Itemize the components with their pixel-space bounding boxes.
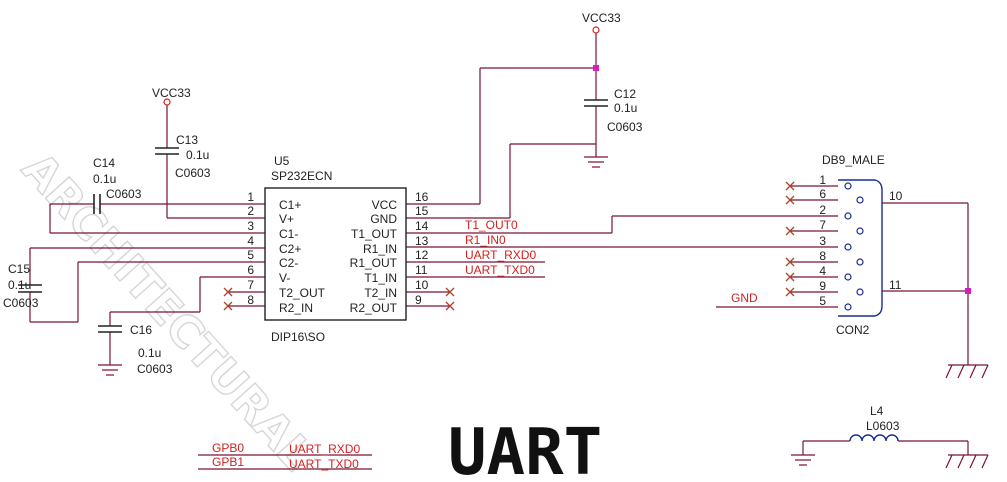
db9-pin: 2 [819, 203, 826, 217]
net-uart-rxd: UART_RXD0 [465, 248, 536, 262]
wires [29, 33, 969, 470]
pin-number: 14 [415, 219, 429, 233]
pin-name: VCC [372, 198, 398, 212]
pin-number: 9 [415, 293, 422, 307]
pin-name: C2+ [279, 242, 301, 256]
db9-pin: 4 [819, 264, 826, 278]
pin-name: V+ [279, 212, 294, 226]
pin-name: R2_IN [279, 301, 313, 315]
ic-part: SP232ECN [271, 169, 332, 183]
pin-number: 4 [247, 234, 254, 248]
db9-pin: 8 [819, 249, 826, 263]
gpio-net-map: GPB0 UART_RXD0 GPB1 UART_TXD0 [212, 441, 360, 471]
cap-c13-value: 0.1u [186, 148, 209, 162]
pin-number: 12 [415, 248, 429, 262]
pin-number: 2 [247, 204, 254, 218]
pin-name: T1_IN [364, 271, 397, 285]
cap-c16-value: 0.1u [138, 346, 161, 360]
ic-package: DIP16\SO [271, 330, 325, 344]
cap-c14-pkg: C0603 [106, 187, 142, 201]
cap-c12-pkg: C0603 [607, 120, 643, 134]
cap-c12-value: 0.1u [614, 101, 637, 115]
ground-symbols [98, 156, 989, 469]
inductor-ref: L4 [870, 404, 884, 418]
pin-name: C1+ [279, 198, 301, 212]
gpio-net: UART_TXD0 [289, 457, 359, 471]
cap-c16: C16 0.1u C0603 [130, 323, 173, 376]
junction-shield [965, 288, 971, 294]
db9-pin: 9 [819, 279, 826, 293]
pin-name: R2_OUT [350, 301, 398, 315]
pin-number: 15 [415, 204, 429, 218]
db9-pin: 3 [819, 234, 826, 248]
cap-c13: C13 0.1u C0603 [175, 133, 211, 180]
pin-number: 7 [247, 278, 254, 292]
pin-name: R1_IN [363, 242, 397, 256]
ic-right-pins: 16 VCC 15 GND 14 T1_OUT 13 R1_IN 12 R1_O… [350, 190, 429, 315]
db9-pin: 5 [819, 294, 826, 308]
net-t1-out: T1_OUT0 [465, 218, 518, 232]
pin-name: V- [279, 271, 290, 285]
pin-number: 5 [247, 248, 254, 262]
vcc-top-label: VCC33 [582, 11, 621, 25]
gpio-pin: GPB1 [212, 455, 244, 469]
cap-c13-pkg: C0603 [175, 166, 211, 180]
db9-pin: 1 [819, 173, 826, 187]
cap-c16-pkg: C0603 [137, 362, 173, 376]
pin-name: R1_OUT [350, 256, 398, 270]
gpio-pin: GPB0 [212, 441, 244, 455]
net-r1-in: R1_IN0 [465, 233, 506, 247]
page-title: UART [448, 416, 602, 482]
db9-connector: DB9_MALE CON2 1 6 2 7 3 8 4 9 5 10 11 [819, 153, 902, 337]
cap-c12-ref: C12 [614, 87, 636, 101]
pin-number: 16 [415, 190, 429, 204]
pin-number: 8 [247, 293, 254, 307]
pin-number: 10 [415, 278, 429, 292]
cap-c15-pkg: C0603 [3, 296, 39, 310]
cap-c15-ref: C15 [8, 262, 30, 276]
cap-c15-value: 0.1u [8, 278, 31, 292]
cap-c12: C12 0.1u C0603 [607, 87, 643, 134]
pin-name: T1_OUT [351, 227, 398, 241]
ic-left-pins: 1 C1+ 2 V+ 3 C1- 4 C2+ 5 C2- 6 V- 7 T2_O… [247, 190, 325, 315]
no-connect-markers [223, 181, 795, 311]
gpio-net: UART_RXD0 [289, 442, 360, 456]
ic-u5: U5 SP232ECN DIP16\SO 1 C1+ 2 V+ 3 C1- 4 … [247, 154, 428, 344]
cap-c14: C14 0.1u C0603 [93, 156, 142, 201]
vcc-left-symbol: VCC33 [152, 86, 191, 106]
pin-number: 11 [415, 263, 428, 277]
cap-c15: C15 0.1u C0603 [3, 262, 39, 310]
pin-name: T2_OUT [279, 286, 326, 300]
cap-c14-value: 0.1u [93, 172, 116, 186]
db9-pin: 7 [819, 218, 826, 232]
db9-shield-pin: 11 [889, 278, 902, 292]
pin-number: 13 [415, 234, 429, 248]
pin-name: C2- [279, 256, 298, 270]
pin-name: T2_IN [364, 286, 397, 300]
pin-number: 1 [247, 190, 254, 204]
net-gnd: GND [731, 291, 758, 305]
db9-ref: CON2 [836, 323, 870, 337]
inductor-l4: L4 L0603 [849, 404, 900, 442]
db9-shield-pin: 10 [889, 189, 903, 203]
capacitor-plates [18, 99, 608, 333]
db9-name: DB9_MALE [822, 153, 885, 167]
pin-name: GND [370, 212, 397, 226]
vcc-top-symbol: VCC33 [582, 11, 621, 34]
pin-name: C1- [279, 227, 298, 241]
inductor-pkg: L0603 [866, 419, 900, 433]
vcc-left-label: VCC33 [152, 86, 191, 100]
net-uart-txd: UART_TXD0 [465, 263, 535, 277]
ic-ref: U5 [274, 154, 290, 168]
pin-number: 3 [247, 219, 254, 233]
cap-c13-ref: C13 [176, 133, 198, 147]
cap-c16-ref: C16 [130, 323, 152, 337]
junction-vcc [593, 65, 599, 71]
db9-pin: 6 [819, 187, 826, 201]
pin-number: 6 [247, 263, 254, 277]
cap-c14-ref: C14 [93, 156, 115, 170]
